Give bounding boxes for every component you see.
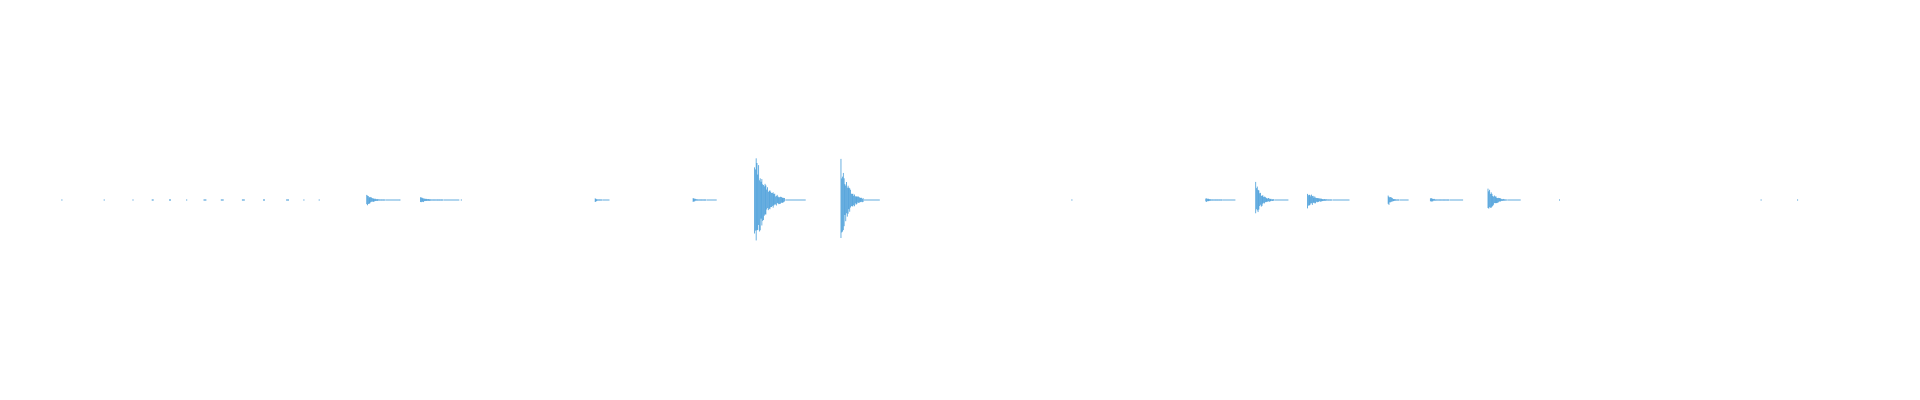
waveform-burst — [263, 199, 265, 201]
waveform-sample — [103, 199, 105, 201]
waveform-burst — [286, 199, 289, 201]
waveform-sample — [220, 199, 224, 201]
waveform-burst — [840, 158, 880, 238]
waveform-burst — [1559, 199, 1560, 201]
waveform-burst — [151, 199, 154, 201]
waveform-sample — [706, 199, 717, 201]
waveform-burst — [399, 199, 401, 201]
waveform-burst — [203, 199, 207, 201]
waveform-sample — [186, 199, 188, 201]
waveform-burst — [692, 198, 717, 202]
waveform-sample — [1559, 199, 1560, 201]
waveform-trace — [61, 158, 1799, 241]
waveform-sample — [864, 199, 880, 201]
waveform-sample — [1274, 199, 1289, 201]
waveform-sample — [203, 199, 207, 201]
waveform-sample — [151, 199, 154, 201]
waveform-sample — [460, 199, 462, 201]
waveform-burst — [420, 197, 460, 203]
waveform-burst — [1429, 198, 1464, 202]
waveform-sample — [132, 199, 134, 201]
waveform-burst — [366, 194, 400, 206]
waveform-burst — [460, 199, 462, 201]
waveform-burst — [1307, 193, 1350, 209]
waveform-burst — [220, 199, 224, 201]
waveform-burst — [61, 199, 63, 201]
waveform-sample — [443, 199, 460, 201]
waveform-sample — [263, 199, 265, 201]
waveform-burst — [1387, 195, 1409, 205]
waveform-sample — [318, 199, 320, 201]
waveform-burst — [594, 198, 610, 203]
waveform-burst — [1797, 199, 1799, 201]
waveform-burst — [186, 199, 188, 201]
waveform-sample — [1760, 199, 1762, 201]
waveform-sample — [1449, 199, 1464, 201]
waveform-sample — [1223, 199, 1236, 201]
waveform-burst — [169, 199, 171, 201]
waveform-burst — [1071, 199, 1073, 201]
waveform-sample — [385, 199, 400, 201]
waveform-sample — [1507, 199, 1521, 201]
waveform-sample — [602, 199, 610, 201]
waveform-sample — [1797, 199, 1799, 201]
waveform-sample — [241, 199, 245, 201]
waveform-sample — [1399, 199, 1409, 201]
waveform-sample — [303, 199, 305, 201]
waveform-burst — [1205, 198, 1236, 202]
waveform-sample — [399, 199, 401, 201]
waveform-burst — [1760, 199, 1762, 201]
waveform-burst — [318, 199, 320, 201]
waveform-burst — [303, 199, 305, 201]
waveform-burst — [754, 158, 806, 241]
waveform-sample — [169, 199, 171, 201]
waveform-burst — [1487, 188, 1521, 209]
waveform-sample — [61, 199, 63, 201]
waveform-burst — [132, 199, 134, 201]
waveform-burst — [1255, 181, 1289, 214]
waveform-sample — [286, 199, 289, 201]
waveform-sample — [1071, 199, 1073, 201]
waveform-burst — [103, 199, 105, 201]
waveform-burst — [241, 199, 245, 201]
waveform-sample — [1332, 199, 1350, 201]
waveform-sample — [785, 199, 806, 201]
